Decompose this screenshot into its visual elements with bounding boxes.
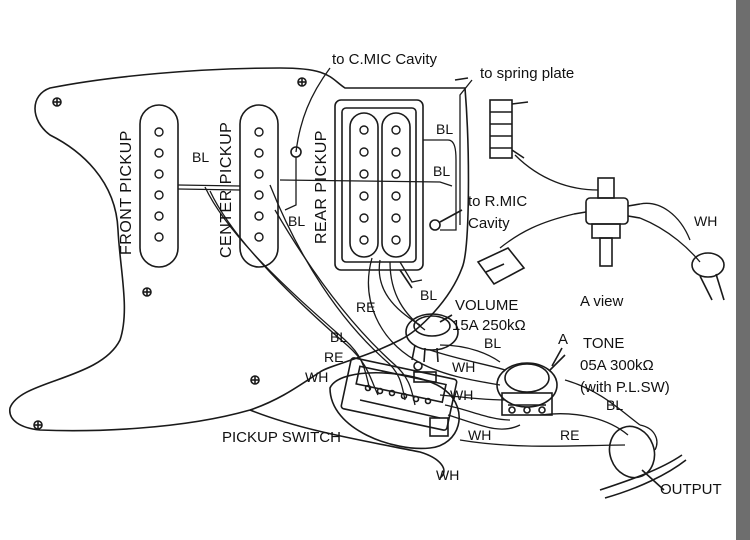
- pickup-switch-label: PICKUP SWITCH: [222, 429, 341, 446]
- tone-spec-label: 05A 300kΩ: [580, 357, 654, 374]
- wire: [423, 139, 457, 231]
- a-pointer: [551, 347, 563, 367]
- rear-pickup: [334, 99, 424, 271]
- volume-label: VOLUME: [455, 297, 518, 314]
- frame-border: [736, 0, 750, 540]
- wire: [499, 213, 575, 249]
- wire: [284, 157, 297, 211]
- wire-label: WH: [452, 359, 475, 375]
- wire-label: RE: [324, 349, 343, 365]
- wire: [459, 79, 473, 225]
- wire-label: BL: [606, 397, 623, 413]
- wire: [429, 349, 506, 371]
- output-jack: [599, 425, 687, 499]
- screw-icon: [297, 77, 307, 87]
- wire-label: RE: [560, 427, 579, 443]
- wire-label: BL: [484, 335, 501, 351]
- wire: [514, 154, 599, 191]
- label-pointer: [439, 209, 463, 223]
- a-marker-label: A: [558, 331, 568, 348]
- wire: [444, 404, 511, 421]
- wire-label: WH: [436, 467, 459, 483]
- wire: [274, 209, 416, 406]
- wire: [177, 188, 241, 191]
- center-pickup: [239, 104, 279, 268]
- tone-pot: [496, 354, 566, 416]
- switch-cavity-outline: [329, 372, 460, 450]
- to-cmic-label: to C.MIC Cavity: [332, 51, 438, 68]
- wire: [539, 413, 629, 436]
- wire-label: BL: [330, 329, 347, 345]
- wire: [177, 184, 241, 187]
- to-spring-plate-label: to spring plate: [480, 65, 574, 82]
- wire: [639, 202, 691, 241]
- a-view-label: A view: [580, 293, 624, 310]
- wire: [447, 414, 521, 430]
- wire: [204, 186, 371, 391]
- ground-lug: [429, 219, 441, 231]
- output-label: OUTPUT: [660, 481, 722, 498]
- wire: [639, 424, 658, 451]
- tone-note-label: (with P.L.SW): [580, 379, 670, 396]
- cable-connector: [476, 247, 526, 286]
- a-view-pot: [573, 177, 641, 267]
- pickguard-lower-edge: [249, 409, 445, 479]
- wire-label: BL: [192, 149, 209, 165]
- wire: [439, 394, 506, 401]
- pickup-switch: [340, 357, 458, 437]
- tone-label: TONE: [583, 335, 624, 352]
- screw-icon: [250, 375, 260, 385]
- wire: [269, 184, 406, 401]
- screw-icon: [142, 287, 152, 297]
- front-pickup-label: FRONT PICKUP: [118, 130, 135, 255]
- wire-label: WH: [468, 427, 491, 443]
- wire: [295, 67, 331, 153]
- wire: [367, 257, 501, 386]
- wire-label: BL: [436, 121, 453, 137]
- label-pointer: [454, 77, 469, 81]
- wire: [459, 439, 626, 447]
- to-rmic-label-line2: Cavity: [468, 215, 510, 232]
- wire: [279, 179, 453, 187]
- small-jack: [691, 252, 725, 301]
- wire-label: WH: [305, 369, 328, 385]
- screw-icon: [52, 97, 62, 107]
- volume-spec-label: 15A 250kΩ: [452, 317, 526, 334]
- spring-plate-assembly: [489, 99, 529, 159]
- wire-label: BL: [420, 287, 437, 303]
- screw-icon: [33, 420, 43, 430]
- wire-label: WH: [450, 387, 473, 403]
- to-rmic-label-line1: to R.MIC: [468, 193, 527, 210]
- wire: [639, 217, 701, 263]
- rear-pickup-label: REAR PICKUP: [313, 130, 330, 244]
- wire: [399, 261, 423, 283]
- wire: [209, 190, 379, 396]
- pickguard-outline: [9, 67, 470, 432]
- wire-label: BL: [288, 213, 305, 229]
- wire-label: BL: [433, 163, 450, 179]
- front-pickup: [139, 104, 179, 268]
- center-pickup-label: CENTER PICKUP: [218, 122, 235, 258]
- label-pointer: [399, 269, 413, 289]
- wire-label: RE: [356, 299, 375, 315]
- volume-pot: [405, 313, 459, 383]
- wire: [564, 379, 641, 426]
- wire-label: WH: [694, 213, 717, 229]
- label-pointer: [439, 314, 453, 323]
- wire: [439, 344, 501, 363]
- wire: [389, 261, 426, 331]
